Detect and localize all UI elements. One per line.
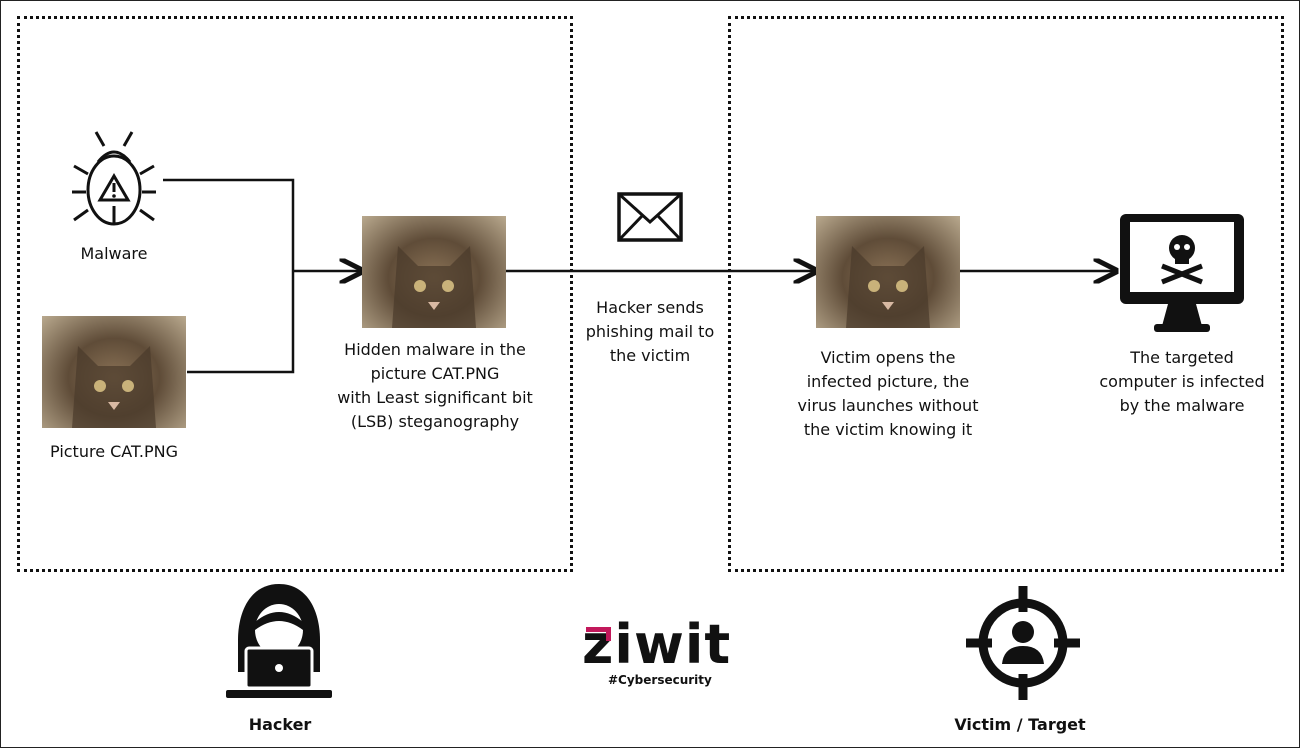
text-line: Victim opens the — [820, 348, 956, 367]
text-line: the victim — [609, 346, 691, 365]
victim-label: Victim / Target — [954, 715, 1086, 734]
cat-picture-infected — [362, 216, 506, 328]
logo-tagline: #Cybersecurity — [608, 673, 712, 687]
text-line: computer is infected — [1099, 372, 1265, 391]
malware-label: Malware — [80, 244, 148, 263]
phishing-label: Hacker sends phishing mail to the victim — [570, 296, 730, 368]
text-line: (LSB) steganography — [350, 412, 520, 431]
text-line: Hacker sends — [596, 298, 704, 317]
text-line: with Least significant bit — [337, 388, 533, 407]
victim-opens-label: Victim opens the infected picture, the v… — [768, 346, 1008, 442]
mail-envelope-icon — [617, 192, 683, 242]
connector-malware — [163, 178, 295, 374]
picture-label: Picture CAT.PNG — [50, 442, 178, 461]
text-line: virus launches without — [797, 396, 979, 415]
text-line: phishing mail to — [585, 322, 715, 341]
ziwit-logo: ziwit #Cybersecurity — [578, 618, 740, 690]
cat-picture-original — [42, 316, 186, 428]
malware-bug-icon — [72, 131, 156, 226]
logo-text: ziwit — [582, 613, 732, 676]
hacker-icon — [226, 584, 332, 698]
text-line: by the malware — [1119, 396, 1245, 415]
hacker-zone — [17, 16, 573, 572]
computer-infected-label: The targeted computer is infected by the… — [1082, 346, 1282, 418]
victim-zone — [728, 16, 1284, 572]
infected-computer-skull-icon — [1120, 214, 1244, 332]
text-line: infected picture, the — [806, 372, 970, 391]
text-line: The targeted — [1130, 348, 1234, 367]
target-crosshair-icon — [966, 586, 1080, 700]
hacker-label: Hacker — [248, 715, 312, 734]
text-line: Hidden malware in the — [344, 340, 526, 359]
hidden-malware-label: Hidden malware in the picture CAT.PNG wi… — [310, 338, 560, 434]
text-line: picture CAT.PNG — [370, 364, 500, 383]
cat-picture-victim — [816, 216, 960, 328]
text-line: the victim knowing it — [803, 420, 973, 439]
